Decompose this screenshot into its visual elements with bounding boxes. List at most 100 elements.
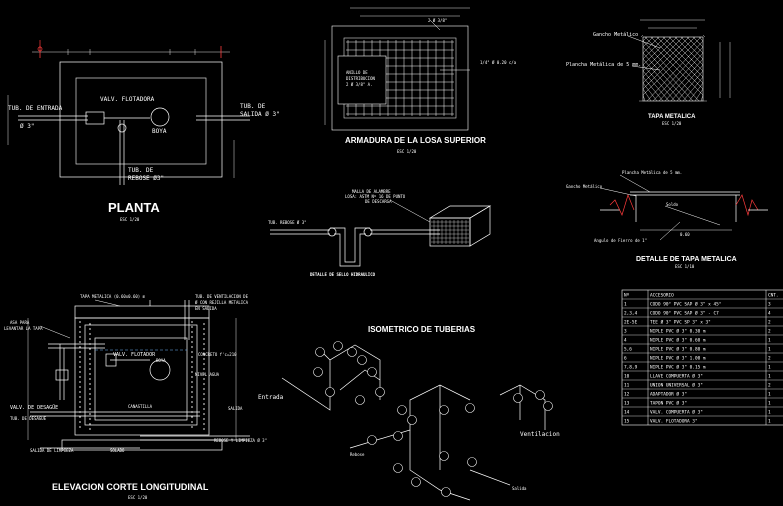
detalle-gancho: Gancho Metálico <box>566 184 603 189</box>
table-cell: 14 <box>624 410 630 416</box>
table-cell: 3 <box>768 302 771 308</box>
elev-title: ELEVACION CORTE LONGITUDINAL <box>52 482 209 492</box>
detalle-angulo: Angulo de Fierro de 1" <box>594 238 647 243</box>
table-cell: 4 <box>768 311 771 317</box>
table-cell: 1 <box>624 302 627 308</box>
iso-callout-bubble <box>439 451 449 461</box>
iso-callout-bubble <box>367 435 377 445</box>
table-cell: 12 <box>624 392 630 398</box>
elev-tapa: TAPA METALICA (0.60x0.60) m <box>80 294 146 299</box>
elev-vent-3: EN SALIDA <box>195 306 217 311</box>
table-cell: 1 <box>768 401 771 407</box>
elev-salida: SALIDA <box>228 406 243 411</box>
iso-callout-bubble <box>441 487 451 497</box>
table-cell: 2,3,4 <box>624 311 638 317</box>
detalle-sodo: Soldo <box>666 202 679 207</box>
elev-boya: BOYA <box>156 358 166 363</box>
table-cell: NIPLE PVC Ø 3" 0.80 m <box>650 346 706 353</box>
table-cell: CODO 90° PVC SAP Ø 3" x 45° <box>650 301 721 308</box>
iso-callout-bubble <box>355 395 365 405</box>
elev-vent-2: Ø CON REJILLA METALICA <box>195 300 249 305</box>
detalle-plancha: Plancha Metálica de 5 mm. <box>622 170 682 175</box>
elev-valv-desague: VALV. DE DESAGÜE <box>10 404 58 411</box>
table-cell: 1 <box>768 374 771 380</box>
armadura-center-3: 2 Ø 3/8" A. <box>346 82 373 87</box>
iso-callout-bubble <box>393 431 403 441</box>
sello-view <box>270 199 492 267</box>
table-cell: NIPLE PVC Ø 3" 0.30 m <box>650 328 706 335</box>
isometrico-view <box>281 344 546 501</box>
tapa-scale: ESC 1/20 <box>662 121 682 126</box>
table-cell: 15 <box>624 419 630 425</box>
detalle-title: DETALLE DE TAPA METALICA <box>636 256 737 263</box>
table-cell: 3 <box>624 329 627 335</box>
iso-ventilacion: Ventilacion <box>520 431 560 438</box>
sello-malla-2: LOSA: ASTM Nº 16 DE PUNTO <box>345 194 406 199</box>
iso-title: ISOMETRICO DE TUBERIAS <box>368 325 476 334</box>
iso-callout-bubble <box>357 355 367 365</box>
table-cell: 4 <box>624 338 627 344</box>
armadura-title: ARMADURA DE LA LOSA SUPERIOR <box>345 136 486 145</box>
detalle-tapa-view <box>599 174 768 241</box>
iso-callout-bubble <box>397 405 407 415</box>
iso-salida: Salida <box>512 486 527 491</box>
iso-callout-bubble <box>367 367 377 377</box>
iso-callout-bubble <box>407 415 417 425</box>
iso-callout-bubble <box>347 347 357 357</box>
iso-entrada: Entrada <box>258 394 284 401</box>
iso-callout-bubble <box>439 405 449 415</box>
table-header-cell: ACCESORIO <box>650 293 674 299</box>
table-cell: VALV. FLOTADORA 3" <box>650 419 698 425</box>
table-cell: 1 <box>768 419 771 425</box>
table-header-cell: CNT. <box>768 293 779 299</box>
planta-boya-label: BOYA <box>152 128 167 135</box>
planta-salida-label: TUB. DE <box>240 103 266 110</box>
table-cell: 2 <box>768 320 771 326</box>
elev-vent-1: TUB. DE VENTILACION DE <box>195 294 249 299</box>
table-cell: 2 <box>768 329 771 335</box>
table-header-cell: Nº <box>624 293 630 299</box>
table-cell: NIPLE PVC Ø 3" 1.00 m <box>650 355 706 362</box>
table-cell: 2 <box>768 383 771 389</box>
table-cell: VALV. COMPUERTA Ø 3" <box>650 409 703 416</box>
tapa-view <box>627 19 731 102</box>
iso-callout-bubble <box>465 403 475 413</box>
table-cell: CODO 90° PVC SAP Ø 3" - C7 <box>650 310 719 317</box>
planta-view <box>7 40 250 185</box>
planta-rebose-label2: REBOSE Ø3" <box>128 175 164 182</box>
elev-tub-desague: TUB. DE DESAGÜE <box>10 416 47 421</box>
planta-title: PLANTA <box>108 200 160 215</box>
elev-rebose-limpieza: REBOSE Y LIMPIEZA Ø 3" <box>214 438 267 443</box>
table-cell: 2E-5E <box>624 320 638 326</box>
table-cell: 1 <box>768 338 771 344</box>
planta-valv-label: VALV. FLOTADORA <box>100 96 155 103</box>
table-cell: 1 <box>768 365 771 371</box>
armadura-center-1: ANILLO DE <box>346 70 368 75</box>
table-cell: UNION UNIVERSAL Ø 3" <box>650 382 703 389</box>
armadura-note-top: 2 Ø 3/8" <box>428 18 447 23</box>
detalle-dim: 0.60 <box>680 232 690 237</box>
sello-malla-1: MALLA DE ALAMBRE <box>352 189 391 194</box>
elevacion-view <box>27 299 250 451</box>
isometrico-callouts <box>313 341 553 497</box>
planta-entrada-label: TUB. DE ENTRADA <box>8 105 63 112</box>
iso-callout-bubble <box>375 387 385 397</box>
table-cell: 5,6 <box>624 347 632 353</box>
armadura-view <box>324 7 470 131</box>
planta-entrada-dia: Ø 3" <box>20 123 34 130</box>
table-cell: 10 <box>624 374 630 380</box>
iso-callout-bubble <box>315 347 325 357</box>
tapa-title: TAPA METALICA <box>648 114 696 120</box>
sello-malla-3: DE DESCARGA <box>365 199 392 204</box>
sello-title: DETALLE DE SELLO HIDRAULICO <box>310 272 376 277</box>
planta-salida-label2: SALIDA Ø 3" <box>240 111 280 118</box>
elev-canastilla: CANASTILLA <box>128 404 153 409</box>
iso-callout-bubble <box>333 341 343 351</box>
table-cell: 2 <box>768 356 771 362</box>
armadura-note-right: 1/4" Ø 0.20 c/a <box>480 60 517 65</box>
table-cell: 13 <box>624 401 630 407</box>
elev-salida-limpieza: SALIDA DE LIMPIEZA <box>30 448 74 453</box>
elev-levantar-2: LEVANTAR LA TAPA <box>4 326 43 331</box>
iso-callout-bubble <box>411 477 421 487</box>
